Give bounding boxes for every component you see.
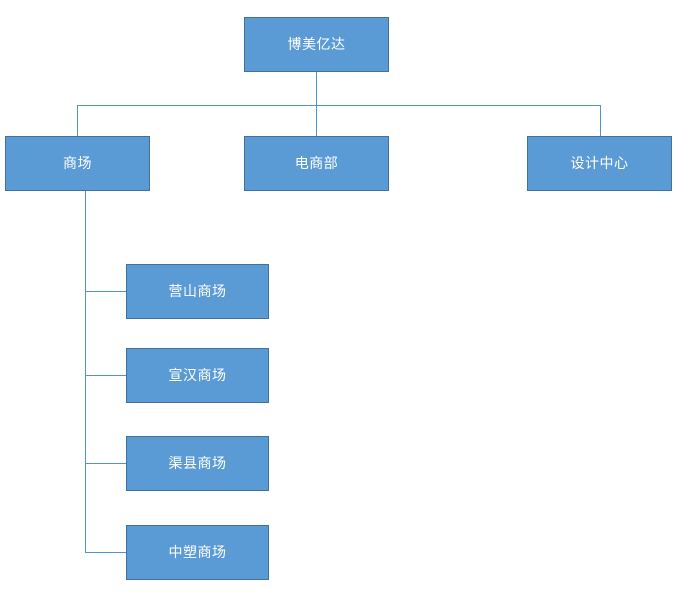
node-shejizhongxin-label: 设计中心 [570, 155, 629, 172]
node-yingshan-shangchang-label: 营山商场 [168, 283, 227, 300]
node-zhongsu-shangchang[interactable]: 中塑商场 [126, 525, 269, 580]
connector-branch-yingshan [85, 291, 126, 292]
connector-spine-shangchang [85, 190, 86, 553]
node-quxian-shangchang[interactable]: 渠县商场 [126, 436, 269, 491]
connector-drop-shejizhongxin [600, 105, 601, 137]
connector-drop-shangchang [77, 105, 78, 137]
node-dianshangbu-label: 电商部 [294, 155, 339, 172]
connector-branch-quxian [85, 463, 126, 464]
node-root[interactable]: 博美亿达 [244, 17, 389, 72]
node-quxian-shangchang-label: 渠县商场 [168, 455, 227, 472]
connector-branch-zhongsu [85, 552, 126, 553]
node-shangchang-label: 商场 [63, 155, 92, 172]
node-dianshangbu[interactable]: 电商部 [244, 136, 389, 191]
node-shejizhongxin[interactable]: 设计中心 [527, 136, 672, 191]
node-xuanhan-shangchang[interactable]: 宣汉商场 [126, 348, 269, 403]
node-shangchang[interactable]: 商场 [5, 136, 150, 191]
node-root-label: 博美亿达 [287, 36, 346, 53]
connector-branch-xuanhan [85, 375, 126, 376]
node-zhongsu-shangchang-label: 中塑商场 [168, 544, 227, 561]
connector-level2-bus [77, 105, 601, 106]
node-yingshan-shangchang[interactable]: 营山商场 [126, 264, 269, 319]
connector-drop-dianshangbu [316, 105, 317, 137]
connector-root-stem [316, 71, 317, 105]
node-xuanhan-shangchang-label: 宣汉商场 [168, 367, 227, 384]
